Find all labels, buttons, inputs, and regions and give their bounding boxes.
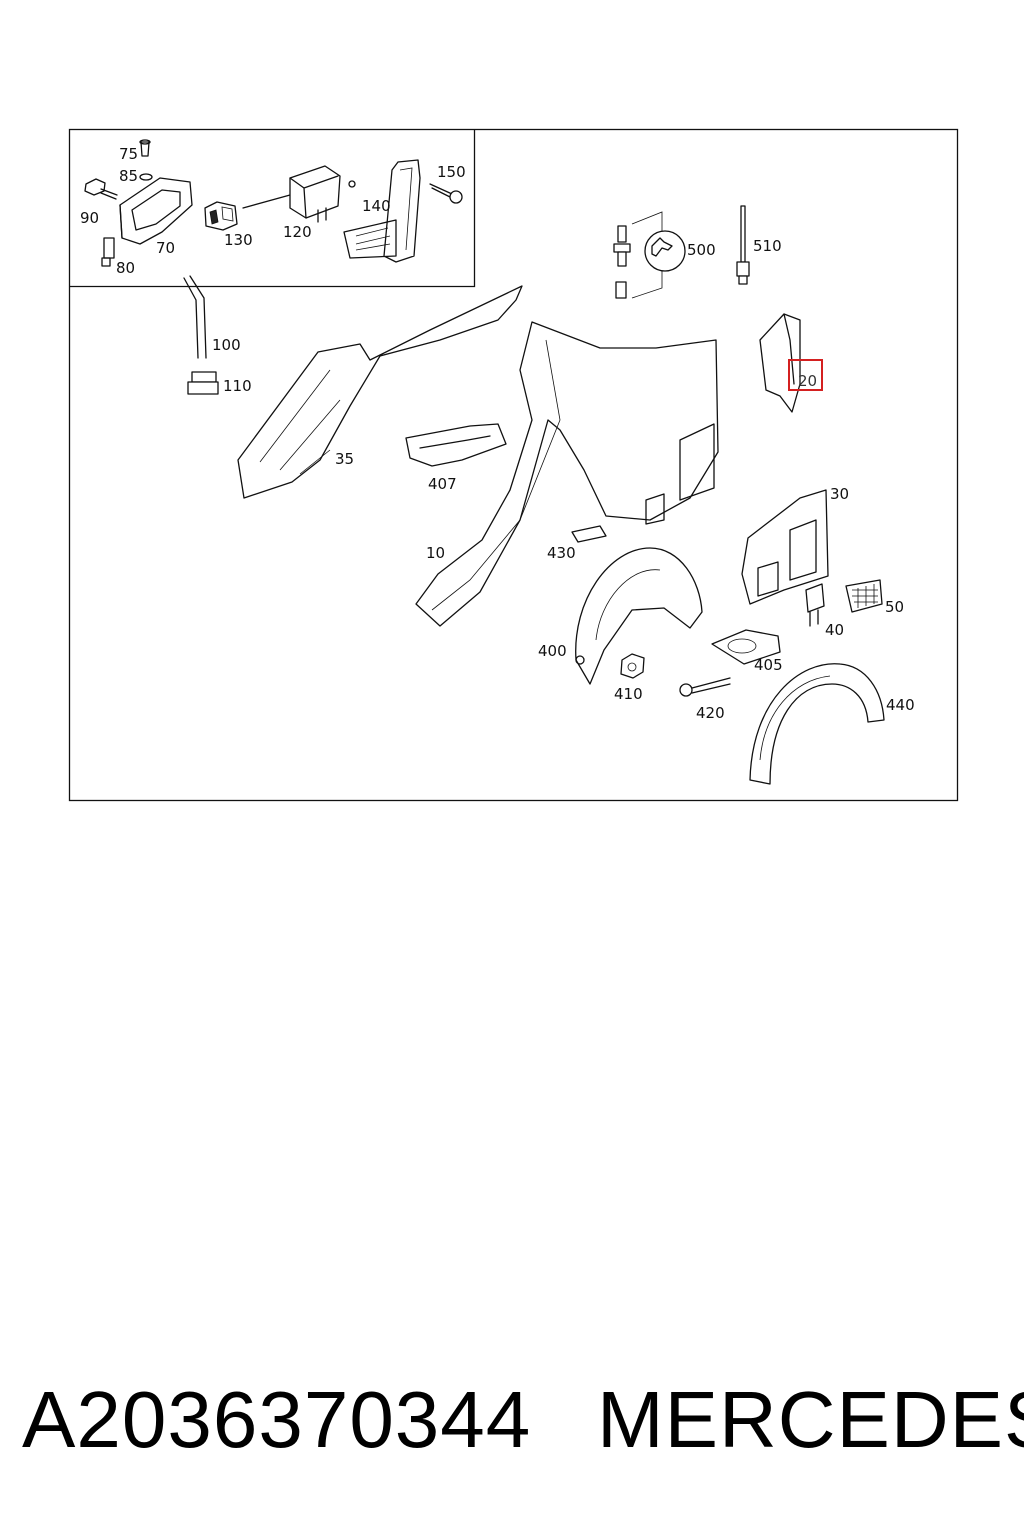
part-40-clip[interactable]: [805, 583, 825, 627]
callout-420: 420: [696, 704, 725, 722]
footer: A2036370344 MERCEDES: [0, 1365, 1024, 1475]
highlight-box-20: [788, 359, 823, 391]
diagram-frame: [68, 128, 959, 802]
callout-150: 150: [437, 163, 466, 181]
callout-50: 50: [885, 598, 904, 616]
callout-407: 407: [428, 475, 457, 493]
part-510-stud[interactable]: [736, 205, 750, 285]
part-80-clip[interactable]: [101, 237, 115, 267]
part-430-pad[interactable]: [571, 525, 607, 543]
callout-500: 500: [687, 241, 716, 259]
part-20-bracket[interactable]: [759, 313, 801, 413]
callout-510: 510: [753, 237, 782, 255]
parts-diagram: 75 85 90 70 80 130 120 140 150 500 510 1…: [68, 128, 959, 802]
callout-410: 410: [614, 685, 643, 703]
brand-name: MERCEDES: [597, 1375, 1024, 1464]
part-85-washer[interactable]: [139, 173, 153, 181]
callout-400: 400: [538, 642, 567, 660]
callout-110: 110: [223, 377, 252, 395]
callout-35: 35: [335, 450, 354, 468]
callout-90: 90: [80, 209, 99, 227]
part-110-clip[interactable]: [187, 371, 219, 395]
callout-440: 440: [886, 696, 915, 714]
part-10-quarter-panel[interactable]: [415, 321, 719, 627]
callout-75: 75: [119, 145, 138, 163]
part-120-actuator[interactable]: [242, 165, 356, 223]
callout-140: 140: [362, 197, 391, 215]
part-30-inner-panel[interactable]: [741, 489, 829, 605]
callout-20: 20: [798, 372, 817, 390]
callout-10: 10: [426, 544, 445, 562]
callout-85: 85: [119, 167, 138, 185]
part-35-panel[interactable]: [237, 285, 523, 499]
callout-430: 430: [547, 544, 576, 562]
part-75-sleeve[interactable]: [139, 139, 151, 157]
part-400-wheel-liner[interactable]: [575, 547, 703, 685]
part-150-screw[interactable]: [429, 183, 463, 204]
callout-100: 100: [212, 336, 241, 354]
part-100-hose[interactable]: [183, 275, 207, 359]
part-500-bolt-set[interactable]: [613, 211, 686, 299]
part-number: A2036370344: [22, 1375, 532, 1464]
part-440-arch-liner[interactable]: [749, 663, 885, 785]
callout-40: 40: [825, 621, 844, 639]
part-70-bracket[interactable]: [119, 177, 193, 245]
part-407-support[interactable]: [405, 423, 507, 467]
part-90-bolt[interactable]: [84, 178, 118, 200]
callout-130: 130: [224, 231, 253, 249]
part-405-bracket[interactable]: [711, 629, 781, 665]
callout-120: 120: [283, 223, 312, 241]
part-420-screw[interactable]: [679, 677, 731, 697]
callout-70: 70: [156, 239, 175, 257]
part-140-lid-bracket[interactable]: [343, 159, 421, 263]
callout-30: 30: [830, 485, 849, 503]
callout-405: 405: [754, 656, 783, 674]
part-50-grille[interactable]: [845, 579, 883, 613]
inset-frame: [69, 129, 476, 288]
part-410-nut[interactable]: [620, 653, 645, 679]
callout-80: 80: [116, 259, 135, 277]
part-130-connector[interactable]: [204, 201, 238, 231]
